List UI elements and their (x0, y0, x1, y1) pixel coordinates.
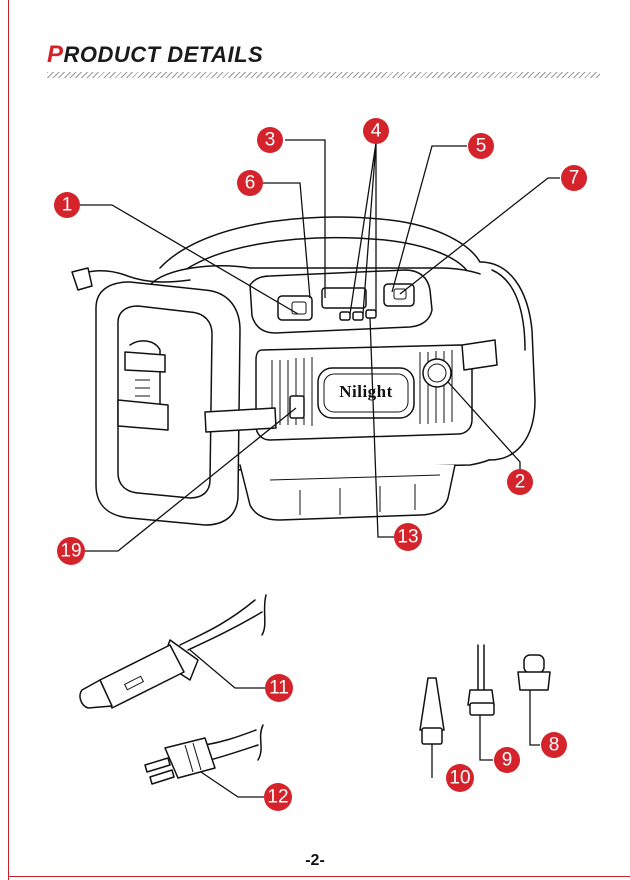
callout-4: 4 (363, 118, 389, 144)
ac-plug-cable-drawing (145, 725, 263, 784)
callout-19: 19 (57, 537, 85, 565)
svg-text:13: 13 (397, 527, 418, 548)
svg-text:3: 3 (265, 130, 276, 151)
callout-5: 5 (468, 133, 494, 159)
callout-9: 9 (494, 747, 520, 773)
callout-12: 12 (264, 783, 292, 811)
tapered-nozzle-drawing (420, 678, 444, 744)
air-compressor-drawing (72, 217, 535, 525)
svg-text:1: 1 (62, 195, 73, 216)
callout-10: 10 (446, 764, 474, 792)
svg-text:19: 19 (60, 541, 81, 562)
callout-11: 11 (265, 674, 293, 702)
callout-13: 13 (394, 523, 422, 551)
callout-3: 3 (257, 127, 283, 153)
valve-adapter-drawing (518, 655, 550, 690)
svg-text:9: 9 (502, 750, 513, 771)
callout-2: 2 (507, 469, 533, 495)
svg-text:5: 5 (476, 136, 487, 157)
callout-6: 6 (237, 170, 263, 196)
bottom-margin-rule (8, 876, 630, 877)
svg-text:6: 6 (245, 173, 256, 194)
svg-text:4: 4 (371, 121, 382, 142)
callout-1: 1 (54, 192, 80, 218)
callout-7: 7 (561, 165, 587, 191)
brand-logo: Nilight (324, 382, 408, 402)
car-charger-cable-drawing (80, 595, 266, 708)
page-number: -2- (0, 852, 630, 870)
callout-8: 8 (541, 732, 567, 758)
svg-text:11: 11 (269, 678, 289, 699)
svg-text:12: 12 (267, 787, 288, 808)
inflation-needle-drawing (468, 645, 494, 715)
svg-text:8: 8 (549, 735, 560, 756)
svg-text:2: 2 (515, 472, 526, 493)
svg-text:10: 10 (449, 768, 470, 789)
svg-text:7: 7 (569, 168, 580, 189)
